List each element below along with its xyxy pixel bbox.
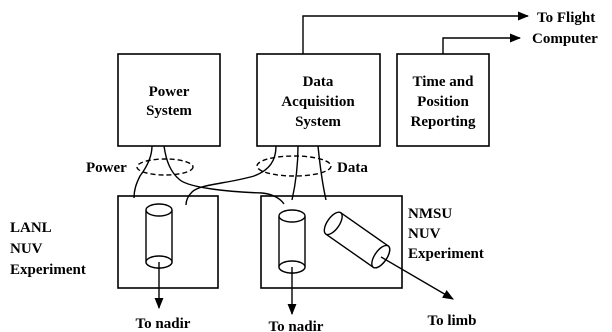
nmsu-nadir-detector-top <box>278 209 306 223</box>
data-to-flight-arrow <box>302 11 530 54</box>
data-bundle-label: Data <box>337 160 368 176</box>
nmsu-limb-label: To limb <box>427 313 476 329</box>
nmsu-label-line2: NUV <box>408 226 441 242</box>
lanl-nadir-label: To nadir <box>136 316 191 332</box>
flight-computer-links: To Flight Computer <box>302 10 598 54</box>
lanl-experiment: LANL NUV Experiment To nadir <box>10 195 219 332</box>
lanl-label-line1: LANL <box>10 220 52 236</box>
data-cable-to-lanl <box>185 145 277 206</box>
lanl-label-line3: Experiment <box>10 262 86 278</box>
flight-computer-label-line1: To Flight <box>537 10 595 26</box>
data-acquisition-block: Data Acquisition System <box>256 53 381 147</box>
time-to-flight-arrow <box>442 33 522 54</box>
nmsu-label-line3: Experiment <box>408 246 484 262</box>
lanl-label-line2: NUV <box>10 241 43 257</box>
data-cable-to-nmsu-a <box>291 145 299 201</box>
nmsu-limb-detector-top <box>323 211 343 236</box>
power-system-label-line2: System <box>146 103 192 119</box>
power-bundle-ellipse <box>136 158 194 176</box>
power-cable-to-lanl <box>133 145 153 199</box>
data-acquisition-label-line3: System <box>295 114 341 130</box>
nmsu-nadir-label: To nadir <box>269 319 324 332</box>
data-acquisition-label-line2: Acquisition <box>281 94 355 110</box>
nmsu-label-line1: NMSU <box>408 206 452 222</box>
nmsu-experiment: NMSU NUV Experiment To nadir To limb <box>260 195 484 332</box>
time-position-label-line3: Reporting <box>411 114 476 130</box>
power-system-block: Power System <box>117 53 221 147</box>
power-system-label-line1: Power <box>149 84 190 100</box>
lanl-detector-top <box>145 203 173 217</box>
data-bundle-ellipse <box>256 155 332 177</box>
time-position-label-line2: Position <box>417 94 469 110</box>
data-acquisition-label-line1: Data <box>303 74 334 90</box>
time-position-label-line1: Time and <box>413 74 475 90</box>
nmsu-limb-arrow <box>380 256 454 300</box>
nmsu-limb-detector <box>323 211 391 269</box>
power-bundle-label: Power <box>86 160 127 176</box>
time-position-block: Time and Position Reporting <box>396 53 490 147</box>
flight-computer-label-line2: Computer <box>532 31 598 47</box>
